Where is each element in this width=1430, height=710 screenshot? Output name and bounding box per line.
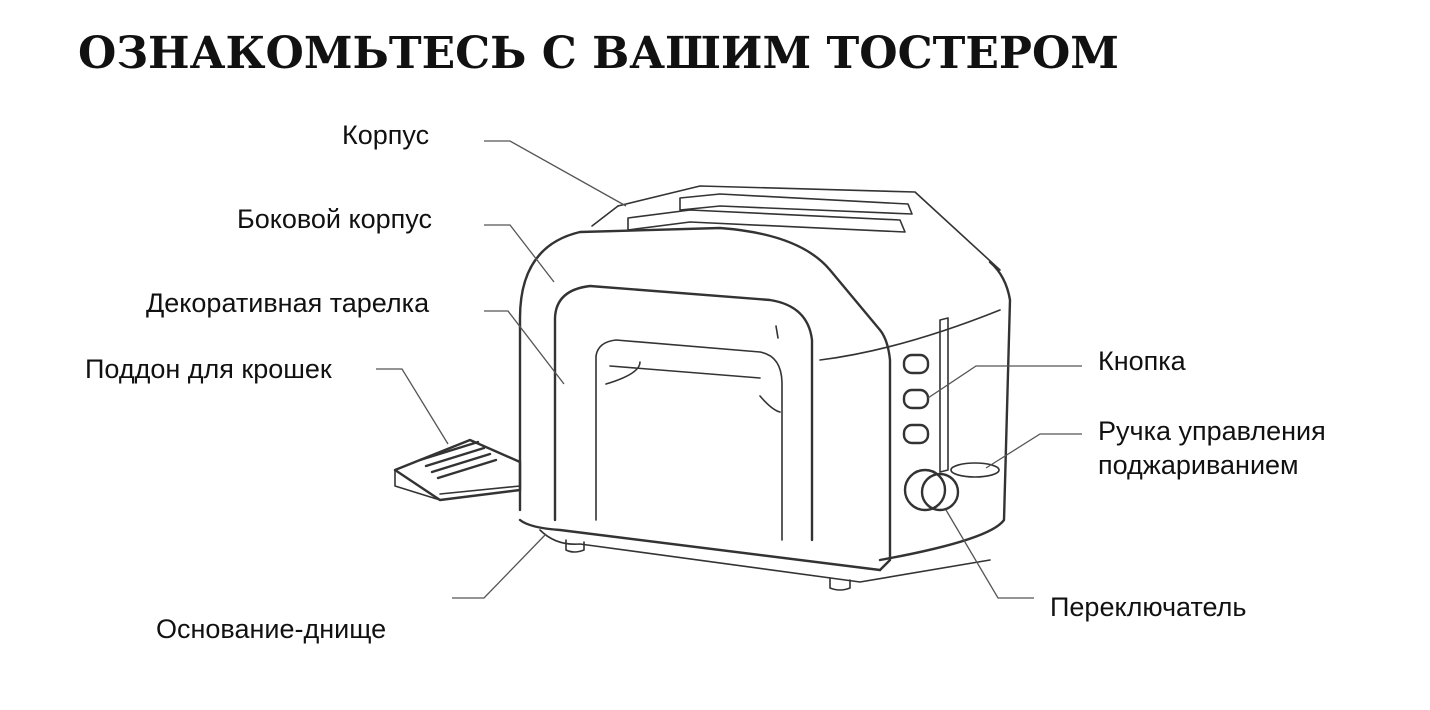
label-browning-knob-2: поджариванием [1098,450,1299,480]
leader-base [452,533,547,599]
leader-body [484,140,627,207]
leader-lever [945,509,1034,599]
label-lever: Переключатель [1050,592,1247,622]
label-side-body: Боковой корпус [237,204,432,234]
leader-button [927,365,1082,399]
label-button: Кнопка [1098,346,1186,376]
leader-browning-knob [985,433,1082,469]
label-body: Корпус [342,120,430,150]
page-title: ОЗНАКОМЬТЕСЬ С ВАШИМ ТОСТЕРОМ [78,28,1120,79]
leader-decor-plate [484,310,565,385]
label-decor-plate: Декоративная тарелка [146,288,430,318]
label-browning-knob-1: Ручка управления [1098,416,1326,446]
leader-side-body [484,224,555,283]
leader-crumb-tray [376,368,449,445]
label-crumb-tray: Поддон для крошек [85,354,332,384]
toaster-illustration [393,185,1012,591]
label-base: Основание-днище [156,614,387,644]
